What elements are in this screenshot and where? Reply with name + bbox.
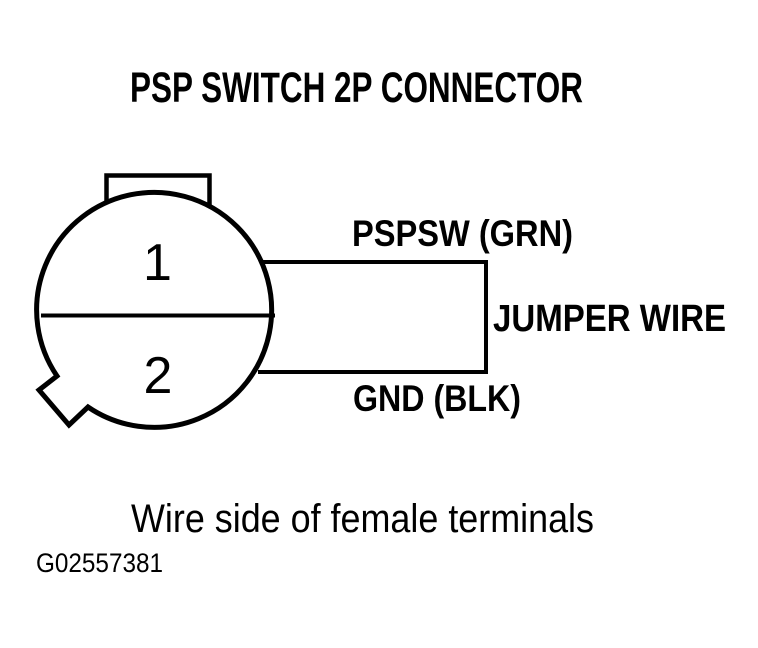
wire-label-gnd: GND (BLK) — [353, 378, 521, 419]
jumper-wire-label: JUMPER WIRE — [493, 298, 726, 340]
terminal-1-number: 1 — [143, 234, 172, 292]
connector-body-with-keyway — [34, 189, 275, 430]
caption: Wire side of female terminals — [131, 497, 594, 541]
wire-label-pspsw: PSPSW (GRN) — [352, 213, 573, 254]
connector-tab — [104, 173, 212, 209]
jumper-wire-path — [258, 260, 488, 374]
terminal-2-number: 2 — [144, 347, 173, 405]
figure-id: G02557381 — [36, 548, 163, 578]
diagram-title: PSP SWITCH 2P CONNECTOR — [130, 64, 583, 112]
